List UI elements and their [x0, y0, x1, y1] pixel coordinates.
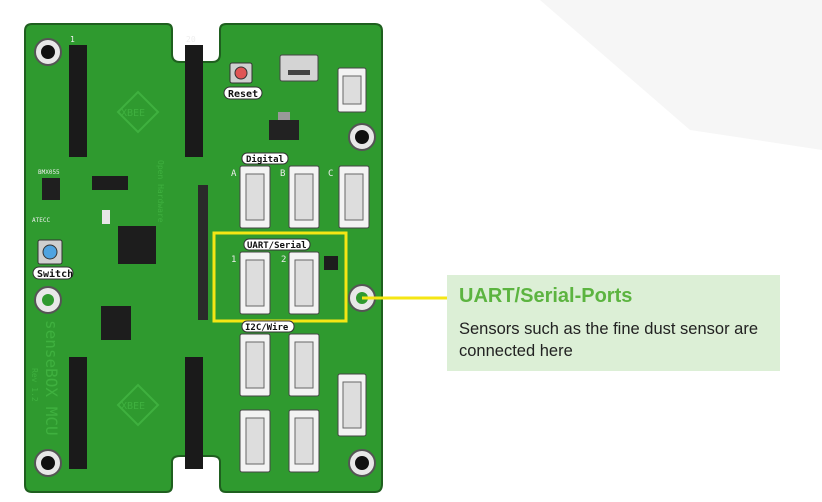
atecc-label: ATECC	[32, 217, 50, 224]
pin-20-label: 20	[186, 35, 196, 44]
usb-connector	[279, 54, 319, 82]
digital-label: Digital	[246, 154, 284, 165]
reset-label: Reset	[228, 89, 258, 100]
uart-label: UART/Serial	[247, 240, 307, 251]
i2c-label: I2C/Wire	[245, 322, 289, 333]
chips	[42, 176, 338, 340]
switch-label: Switch	[37, 268, 73, 280]
board-name-label: senseBOX MCU	[42, 320, 61, 436]
port-a-label: A	[231, 169, 237, 179]
switch-button[interactable]: Switch	[32, 239, 74, 280]
pin-headers	[69, 45, 208, 469]
port-1-label: 1	[231, 255, 236, 265]
callout-text: Sensors such as the fine dust sensor are…	[459, 320, 758, 360]
xbee-footprint-bottom: XBEE	[116, 383, 160, 427]
port-2-label: 2	[281, 255, 286, 265]
uart-serial-ports	[239, 251, 320, 315]
callout-box: UART/Serial-Ports Sensors such as the fi…	[447, 275, 780, 371]
mounting-holes	[34, 38, 376, 477]
reset-button[interactable]: Reset	[223, 62, 263, 100]
digital-ports	[239, 165, 370, 229]
background-shape	[540, 0, 822, 150]
svg-text:XBEE: XBEE	[121, 108, 145, 119]
xbee-footprint-top: XBEE	[116, 90, 160, 134]
open-hardware-label: Open Hardware	[156, 160, 165, 223]
board-rev-label: Rev 1.2	[30, 368, 39, 402]
bmx055-label: BMX055	[38, 169, 60, 176]
pin-1-label: 1	[70, 35, 75, 44]
port-c-label: C	[328, 169, 333, 179]
voltage-regulator	[269, 112, 299, 140]
power-connector	[337, 67, 367, 113]
i2c-ports	[239, 333, 367, 473]
callout-title: UART/Serial-Ports	[459, 285, 633, 307]
svg-text:XBEE: XBEE	[121, 401, 145, 412]
port-b-label: B	[280, 169, 285, 179]
